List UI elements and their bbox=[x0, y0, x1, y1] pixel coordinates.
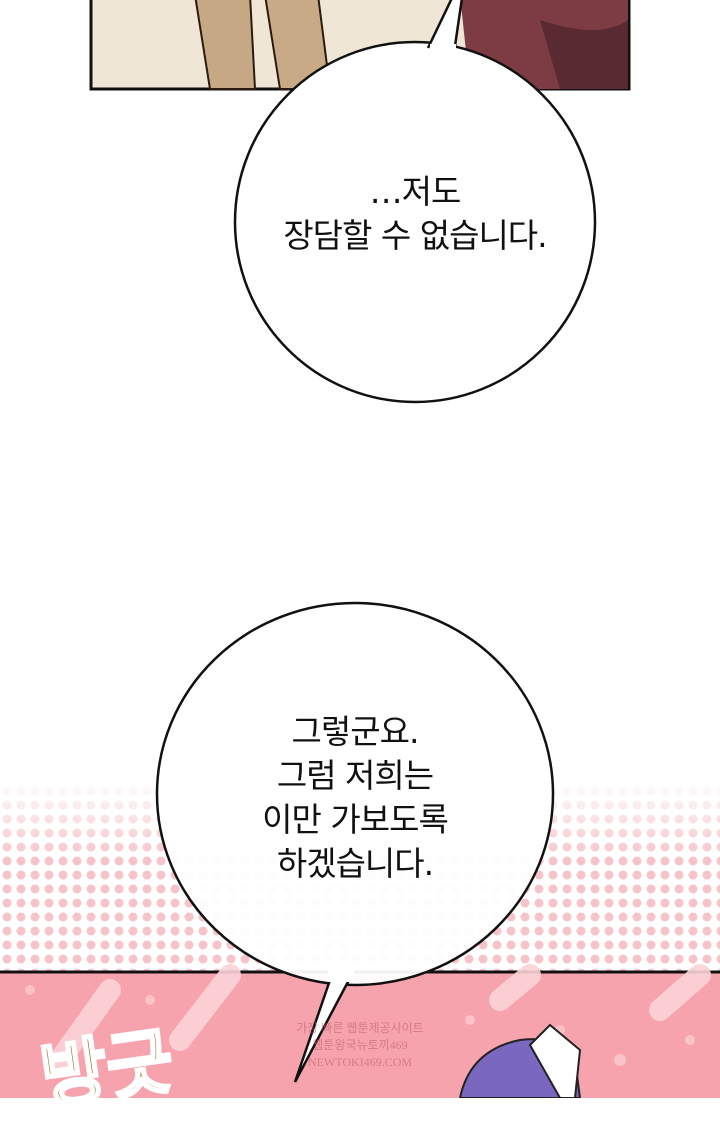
speech-bubble-1 bbox=[233, 0, 597, 404]
watermark-line: 웹툰왕국뉴토끼469 bbox=[312, 1038, 408, 1052]
speech-bubble-2 bbox=[155, 601, 555, 1083]
speech-bubble-1-text: …저도 장담할 수 없습니다. bbox=[235, 170, 595, 258]
comic-artwork bbox=[0, 0, 720, 1098]
speech-bubble-2-text: 그렇군요. 그럼 저희는 이만 가보도록 하겠습니다. bbox=[157, 710, 553, 886]
sound-effect: 방긋 bbox=[34, 1017, 180, 1122]
watermark-line: NEWTOKI469.COM bbox=[307, 1055, 413, 1069]
dialogue-line: …저도 bbox=[369, 172, 462, 211]
dialogue-line: 그렇군요. bbox=[291, 712, 420, 751]
dialogue-line: 그럼 저희는 bbox=[276, 756, 434, 795]
bottom-panel bbox=[0, 964, 720, 1098]
watermark: 가장 빠른 웹툰제공사이트 웹툰왕국뉴토끼469 NEWTOKI469.COM bbox=[292, 1020, 428, 1071]
dialogue-line: 장담할 수 없습니다. bbox=[283, 216, 547, 255]
dialogue-line: 이만 가보도록 bbox=[262, 800, 449, 839]
watermark-line: 가장 빠른 웹툰제공사이트 bbox=[296, 1021, 424, 1035]
dialogue-line: 하겠습니다. bbox=[276, 844, 434, 883]
